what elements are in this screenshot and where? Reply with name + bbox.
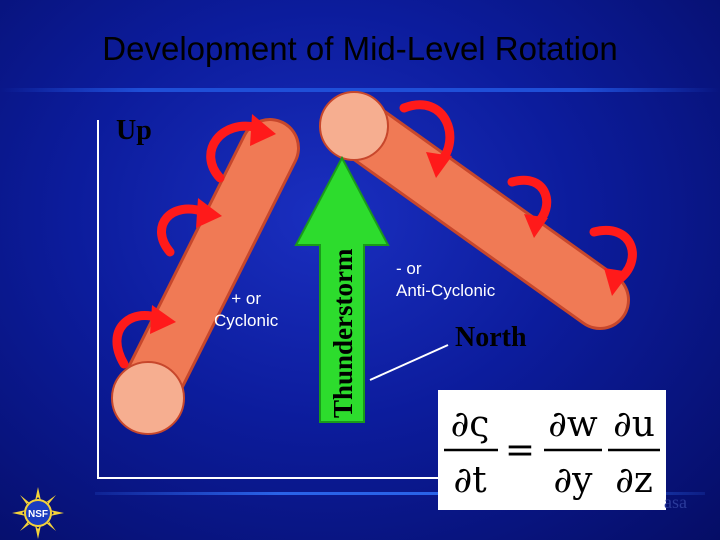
eq-equals: =	[505, 430, 535, 471]
anticyclonic-label-line1: - or	[396, 258, 495, 280]
north-axis-line	[370, 345, 448, 380]
anticyclonic-label: - or Anti-Cyclonic	[396, 258, 495, 302]
cyclonic-label-line2: Cyclonic	[214, 310, 278, 332]
eq-term1-numerator: ∂w	[548, 404, 598, 445]
thunderstorm-label: Thunderstorm	[328, 248, 358, 418]
eq-lhs-denominator: ∂t	[453, 460, 487, 501]
cyclonic-label-line1: + or	[214, 288, 278, 310]
eq-term2-numerator: ∂u	[613, 404, 655, 445]
eq-lhs-numerator: ∂ς	[451, 404, 490, 445]
cyclonic-label: + or Cyclonic	[214, 288, 278, 332]
cyclonic-tube-end	[112, 362, 184, 434]
anticyclonic-tube-end	[320, 92, 388, 160]
up-axis-label: Up	[116, 115, 152, 147]
vorticity-equation: ∂ς ∂t = ∂w ∂y ∂u ∂z	[438, 390, 666, 510]
nsf-logo: NSF	[12, 487, 64, 539]
north-axis-label: North	[455, 322, 527, 354]
eq-term1-denominator: ∂y	[554, 460, 594, 501]
eq-term2-denominator: ∂z	[615, 460, 653, 501]
anticyclonic-label-line2: Anti-Cyclonic	[396, 280, 495, 302]
nasa-logo-text: asa	[664, 492, 687, 513]
nsf-logo-text: NSF	[28, 509, 48, 520]
